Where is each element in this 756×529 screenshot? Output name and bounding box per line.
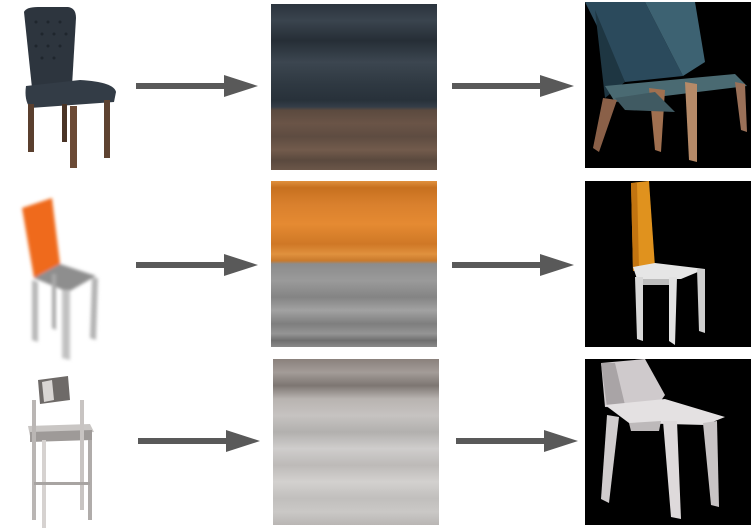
input-photo-metal-stool — [8, 370, 120, 529]
arrow-row-2-b — [452, 254, 574, 276]
silver-stool-mesh-icon — [601, 359, 725, 519]
texture-map-row-3 — [273, 359, 439, 525]
texture-bands-2 — [271, 181, 437, 347]
texture-map-row-1 — [271, 4, 437, 170]
texture-bands-1 — [271, 4, 437, 170]
texture-map-row-2 — [271, 181, 437, 347]
metal-bar-stool-icon — [28, 376, 94, 528]
orange-back-chair-icon — [22, 198, 98, 360]
render-row-3 — [585, 359, 751, 525]
arrow-row-3-a — [138, 430, 260, 452]
arrow-row-2-a — [136, 254, 258, 276]
texture-bands-3 — [273, 359, 439, 525]
arrow-row-1-b — [452, 75, 574, 97]
input-photo-dark-chair — [8, 4, 120, 170]
arrow-row-1-a — [136, 75, 258, 97]
dark-chair-mesh-icon — [585, 2, 747, 162]
orange-chair-mesh-icon — [631, 181, 705, 345]
input-photo-orange-chair — [8, 190, 120, 366]
dark-upholstered-chair-icon — [24, 7, 116, 168]
render-row-2 — [585, 181, 751, 347]
arrow-row-3-b — [456, 430, 578, 452]
render-row-1 — [585, 2, 751, 168]
